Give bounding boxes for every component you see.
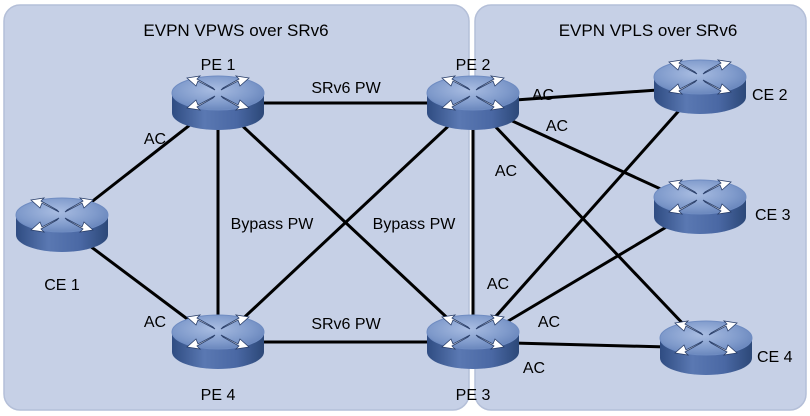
link-label-ac-ce1-pe1: AC bbox=[144, 131, 166, 148]
node-label-ce2: CE 2 bbox=[752, 87, 788, 104]
node-label-pe4: PE 4 bbox=[201, 387, 236, 404]
link-label-ac-pe2-ce4: AC bbox=[495, 163, 517, 180]
node-label-ce4: CE 4 bbox=[757, 349, 793, 366]
router-icon-pe4 bbox=[171, 314, 265, 370]
node-label-ce1: CE 1 bbox=[44, 277, 80, 294]
node-label-pe1: PE 1 bbox=[201, 57, 236, 74]
region-title-vpls: EVPN VPLS over SRv6 bbox=[559, 21, 738, 40]
link-label-ac-ce1-pe4: AC bbox=[144, 314, 166, 331]
node-label-ce3: CE 3 bbox=[755, 207, 791, 224]
link-label-ac-pe3-ce2: AC bbox=[487, 276, 509, 293]
router-icon-pe2 bbox=[426, 75, 520, 131]
link-pe2-pe4 bbox=[216, 101, 475, 344]
router-icon-pe1 bbox=[171, 75, 265, 131]
router-icon-ce2 bbox=[653, 59, 747, 115]
region-evpn-vpws bbox=[3, 4, 470, 411]
link-pe3-ce2 bbox=[471, 86, 702, 343]
link-label-srv6-pw-top: SRv6 PW bbox=[311, 80, 381, 97]
link-label-ac-pe3-ce4: AC bbox=[523, 360, 545, 377]
router-icon-ce4 bbox=[659, 320, 753, 376]
router-icon-ce3 bbox=[653, 179, 747, 235]
node-label-pe2: PE 2 bbox=[456, 57, 491, 74]
link-label-ac-pe2-ce3: AC bbox=[546, 118, 568, 135]
router-icon-pe3 bbox=[426, 314, 520, 370]
link-label-ac-pe2-ce2: AC bbox=[532, 87, 554, 104]
link-label-bypass-pw-left: Bypass PW bbox=[231, 216, 315, 233]
region-title-vpws: EVPN VPWS over SRv6 bbox=[143, 21, 328, 40]
link-label-srv6-pw-bottom: SRv6 PW bbox=[311, 316, 381, 333]
link-pe2-ce4 bbox=[471, 101, 708, 350]
link-label-bypass-pw-right: Bypass PW bbox=[373, 216, 457, 233]
link-label-ac-pe3-ce3: AC bbox=[538, 314, 560, 331]
link-pe3-ce3 bbox=[472, 205, 701, 344]
router-icon-ce1 bbox=[15, 197, 109, 253]
node-label-pe3: PE 3 bbox=[456, 387, 491, 404]
